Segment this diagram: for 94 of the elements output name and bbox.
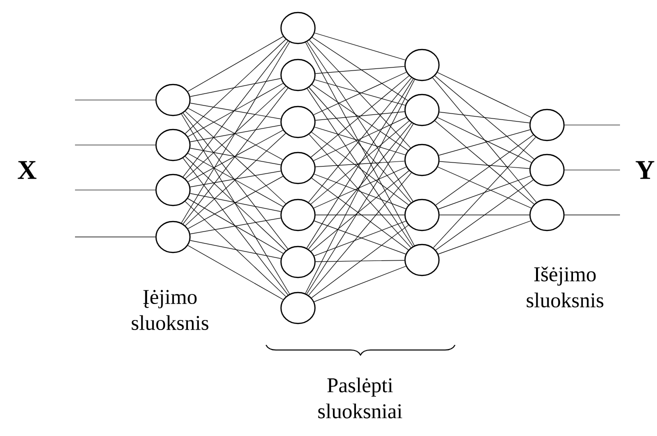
connection-line (439, 112, 530, 124)
connection-line (438, 220, 531, 254)
layer-label: Išėjimo sluoksnis (526, 266, 604, 308)
connection-line (315, 214, 405, 216)
connection-line (314, 126, 406, 156)
connection-line (315, 66, 405, 74)
connection-line (437, 72, 532, 118)
connection-line (564, 214, 620, 216)
connection-line (432, 78, 537, 202)
neuron-circle (155, 84, 191, 116)
connection-line (190, 193, 282, 212)
connection-line (74, 144, 156, 146)
neuron-circle (529, 108, 565, 142)
connection-line (314, 79, 406, 106)
connection-line (188, 153, 284, 207)
neuron-circle (404, 94, 440, 126)
connection-line (309, 40, 411, 148)
connection-line (181, 114, 290, 294)
connection-line (438, 129, 530, 156)
connection-line (190, 148, 282, 166)
connection-line (185, 86, 286, 179)
neuron-circle (155, 220, 191, 254)
connection-line (315, 260, 405, 262)
connection-line (436, 134, 534, 206)
connection-line (188, 36, 284, 92)
connection-line (305, 79, 415, 294)
connection-line (188, 83, 284, 137)
variable-label: Y (636, 161, 654, 179)
connection-line (185, 111, 286, 204)
connection-line (306, 124, 414, 294)
variable-label: X (18, 161, 36, 179)
neuron-circle (280, 198, 316, 232)
neuron-circle (529, 154, 565, 186)
connection-line (181, 42, 290, 224)
neuron-circle (529, 198, 565, 232)
connection-line (306, 41, 414, 202)
connection-line (74, 236, 156, 238)
connection-line (188, 176, 284, 229)
connection-line (313, 72, 407, 116)
neuron-circle (155, 174, 191, 206)
neuron-circle (280, 58, 316, 92)
neuron-circle (280, 152, 316, 184)
connection-line (439, 161, 530, 169)
connection-line (310, 76, 410, 158)
connection-line (439, 214, 530, 216)
connection-line (436, 180, 534, 250)
connection-line (434, 120, 534, 204)
neuron-circle (155, 128, 191, 162)
connection-line (190, 170, 282, 188)
connection-line (188, 198, 284, 254)
connection-line (434, 76, 534, 160)
connection-line (438, 176, 531, 210)
connection-line (190, 240, 282, 259)
connection-line (185, 133, 286, 226)
layer-label: Paslėpti sluoksniai (318, 378, 402, 418)
neuron-circle (280, 246, 316, 278)
connection-line (308, 172, 412, 296)
connection-line (437, 117, 532, 163)
connection-line (190, 78, 282, 97)
neuron-circle (404, 244, 440, 276)
connection-line (433, 136, 536, 248)
connection-line (305, 42, 415, 246)
neuron-circle (280, 292, 316, 324)
connection-line (311, 224, 409, 298)
neuron-circle (280, 106, 316, 138)
connection-line (182, 158, 288, 296)
connection-line (182, 88, 288, 224)
connection-line (314, 166, 406, 208)
connection-line (315, 160, 405, 168)
connection-line (438, 166, 532, 208)
connection-line (188, 130, 284, 182)
connection-line (312, 37, 408, 101)
layer-label: Įėjimo sluoksnis (132, 290, 208, 330)
connection-line (190, 124, 282, 142)
connection-line (185, 39, 286, 134)
connection-line (314, 266, 406, 302)
connection-line (188, 108, 284, 160)
connection-line (313, 117, 407, 161)
neuron-circle (404, 48, 440, 82)
connection-line (315, 111, 405, 121)
neuron-circle (280, 12, 316, 44)
connection-line (182, 112, 288, 250)
connection-line (188, 245, 284, 300)
neuron-circle (404, 144, 440, 176)
connection-line (314, 32, 406, 60)
connection-line (314, 174, 406, 210)
connection-line (564, 124, 620, 126)
connection-line (312, 84, 408, 151)
connection-line (185, 156, 286, 251)
connection-line (184, 201, 286, 297)
connection-line (182, 40, 288, 178)
neuron-circle (404, 198, 440, 232)
connection-line (190, 218, 282, 234)
connection-line (190, 102, 282, 120)
